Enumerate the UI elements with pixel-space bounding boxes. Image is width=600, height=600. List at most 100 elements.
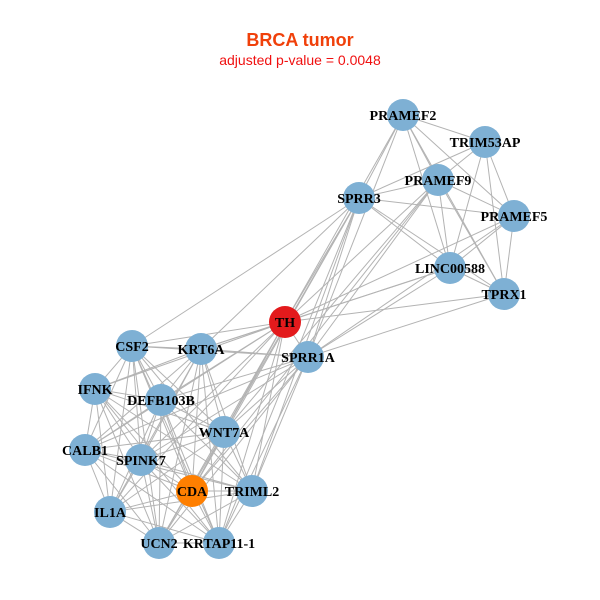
edge-CSF2-WNT7A	[131, 345, 225, 433]
node-label: TRIML2	[225, 485, 279, 500]
edge-KRT6A-CDA	[191, 348, 202, 492]
node-label: SPRR3	[337, 192, 381, 207]
node-TRIM53AP[interactable]: TRIM53AP	[450, 126, 521, 158]
edge-SPRR1A-KRT6A	[200, 348, 309, 358]
node-label: TH	[275, 316, 295, 331]
edge-CALB1-TRIML2	[84, 449, 253, 492]
node-IL1A[interactable]: IL1A	[94, 496, 127, 528]
node-KRTAP11-1[interactable]: KRTAP11-1	[183, 527, 255, 559]
edge-WNT7A-IL1A	[109, 431, 225, 513]
edge-SPRR1A-WNT7A	[223, 356, 309, 433]
node-PRAMEF9[interactable]: PRAMEF9	[405, 164, 472, 196]
node-label: IFNK	[78, 383, 113, 398]
node-label: TPRX1	[481, 288, 526, 303]
edge-TH-PRAMEF9	[284, 179, 439, 323]
node-CSF2[interactable]: CSF2	[115, 330, 149, 362]
node-label: UCN2	[140, 537, 177, 552]
edge-SPRR1A-SPRR3	[307, 197, 360, 358]
node-WNT7A[interactable]: WNT7A	[199, 416, 250, 448]
node-label: PRAMEF9	[405, 174, 472, 189]
node-circle	[145, 384, 177, 416]
edge-PRAMEF9-WNT7A	[223, 179, 439, 433]
node-label: DEFB103B	[127, 394, 195, 409]
edge-WNT7A-CALB1	[84, 431, 225, 451]
node-circle	[185, 333, 217, 365]
node-label: LINC00588	[415, 262, 485, 277]
node-DEFB103B[interactable]: DEFB103B	[127, 384, 195, 416]
node-SPRR3[interactable]: SPRR3	[337, 182, 381, 214]
edge-TRIM53AP-SPRR3	[358, 141, 486, 199]
node-label: KRTAP11-1	[183, 537, 255, 552]
edge-SPRR3-KRT6A	[200, 197, 360, 350]
node-CDA[interactable]: CDA	[176, 475, 208, 507]
edge-TRIM53AP-TPRX1	[484, 141, 505, 295]
node-circle	[488, 278, 520, 310]
edge-KRT6A-IFNK	[94, 348, 202, 390]
edge-PRAMEF2-LINC00588	[402, 114, 451, 269]
edge-SPRR1A-TRIML2	[251, 356, 309, 492]
node-PRAMEF5[interactable]: PRAMEF5	[481, 200, 548, 232]
node-circle	[143, 527, 175, 559]
edge-CSF2-TRIML2	[131, 345, 253, 492]
edge-SPRR1A-DEFB103B	[160, 356, 309, 401]
node-circle	[176, 475, 208, 507]
node-label: CDA	[177, 485, 208, 500]
node-circle	[125, 444, 157, 476]
edge-KRT6A-CALB1	[84, 348, 202, 451]
edge-TH-CSF2	[131, 321, 286, 347]
edge-SPRR3-CSF2	[131, 197, 360, 347]
edge-SPRR3-PRAMEF5	[358, 197, 515, 217]
node-SPINK7[interactable]: SPINK7	[116, 444, 166, 476]
figure-title: BRCA tumor	[246, 30, 354, 50]
node-TRIML2[interactable]: TRIML2	[225, 475, 279, 507]
edge-TH-KRTAP11-1	[218, 321, 286, 544]
node-label: CSF2	[115, 340, 148, 355]
node-label: TRIM53AP	[450, 136, 521, 151]
edge-CALB1-UCN2	[84, 449, 160, 544]
edge-IL1A-KRTAP11-1	[109, 511, 220, 544]
node-label: CALB1	[62, 444, 108, 459]
node-circle	[203, 527, 235, 559]
edge-TH-PRAMEF2	[284, 114, 404, 323]
node-IFNK[interactable]: IFNK	[78, 373, 113, 405]
edge-IFNK-KRTAP11-1	[94, 388, 220, 544]
node-label: KRT6A	[178, 343, 226, 358]
edge-CALB1-KRTAP11-1	[84, 449, 220, 544]
node-LINC00588[interactable]: LINC00588	[415, 252, 485, 284]
node-circle	[269, 306, 301, 338]
node-TPRX1[interactable]: TPRX1	[481, 278, 527, 310]
node-label: WNT7A	[199, 426, 250, 441]
node-label: SPRR1A	[281, 351, 336, 366]
edge-SPRR1A-CALB1	[84, 356, 309, 451]
node-PRAMEF2[interactable]: PRAMEF2	[370, 99, 437, 131]
node-SPRR1A[interactable]: SPRR1A	[281, 341, 336, 373]
node-label: PRAMEF5	[481, 210, 548, 225]
edge-DEFB103B-TRIML2	[160, 399, 253, 492]
edge-CSF2-UCN2	[131, 345, 160, 544]
node-KRT6A[interactable]: KRT6A	[178, 333, 226, 365]
edge-CSF2-KRTAP11-1	[131, 345, 220, 544]
node-circle	[94, 496, 126, 528]
node-TH[interactable]: TH	[269, 306, 301, 338]
node-CALB1[interactable]: CALB1	[62, 434, 108, 466]
node-circle	[79, 373, 111, 405]
node-UCN2[interactable]: UCN2	[140, 527, 178, 559]
edge-DEFB103B-CDA	[160, 399, 193, 492]
node-circle	[498, 200, 530, 232]
node-circle	[387, 99, 419, 131]
edge-SPRR1A-TPRX1	[307, 293, 505, 358]
figure-subtitle: adjusted p-value = 0.0048	[219, 52, 381, 68]
node-circle	[236, 475, 268, 507]
node-label: IL1A	[94, 506, 127, 521]
edge-IFNK-CDA	[94, 388, 193, 492]
edge-SPRR3-TPRX1	[358, 197, 505, 295]
edge-PRAMEF9-TPRX1	[437, 179, 505, 295]
edge-SPINK7-TRIML2	[140, 459, 253, 492]
node-circle	[208, 416, 240, 448]
edge-SPRR1A-UCN2	[158, 356, 309, 544]
edge-TRIML2-UCN2	[158, 490, 253, 544]
edge-SPRR1A-SPINK7	[140, 356, 309, 461]
